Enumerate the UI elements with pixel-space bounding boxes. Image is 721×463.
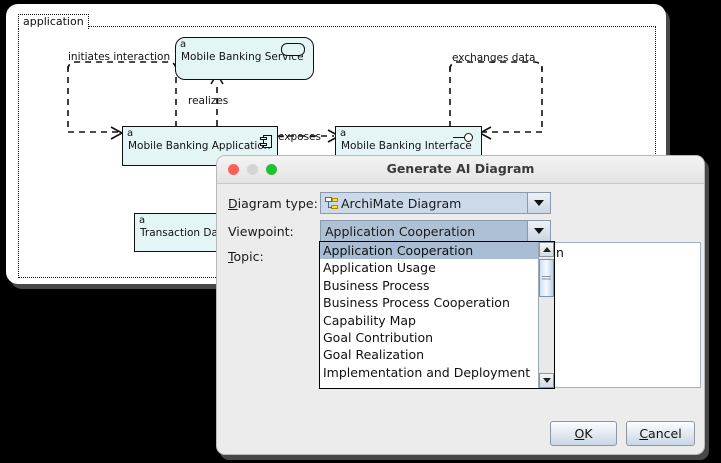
ok-button-label: OK <box>574 426 593 441</box>
node-stereotype: a <box>180 39 187 50</box>
close-button[interactable] <box>228 164 239 175</box>
viewpoint-option[interactable]: Implementation and Deployment <box>323 364 531 380</box>
cancel-button-label: Cancel <box>639 426 682 441</box>
topic-ghost-text: n <box>556 245 564 260</box>
archimate-diagram-icon <box>325 196 339 210</box>
node-stereotype: a <box>127 128 134 139</box>
viewpoint-option[interactable]: Business Process <box>323 277 430 293</box>
application-service-icon <box>281 43 305 56</box>
node-label: Transaction Data <box>140 227 229 239</box>
topic-label-rest: opic: <box>233 249 264 264</box>
zoom-button[interactable] <box>266 164 277 175</box>
diagram-type-label-rest: iagram type: <box>237 196 318 211</box>
application-interface-icon <box>453 133 475 143</box>
diagram-type-label: Diagram type: <box>228 196 318 211</box>
viewpoint-list-scrollbar[interactable] <box>538 242 554 388</box>
viewpoint-option[interactable]: Business Process Cooperation <box>323 295 510 311</box>
minimize-button[interactable] <box>247 164 258 175</box>
dialog-titlebar[interactable]: Generate AI Diagram <box>217 156 704 184</box>
viewpoint-option[interactable]: Goal Realization <box>323 347 425 363</box>
relation-label-realizes: realizes <box>188 95 229 107</box>
node-label: Mobile Banking Application <box>128 140 271 152</box>
diagram-type-value-wrap: ArchiMate Diagram <box>321 196 527 211</box>
dialog-title: Generate AI Diagram <box>386 161 535 176</box>
viewpoint-option[interactable]: Application Usage <box>323 260 436 276</box>
viewpoint-value: Application Cooperation <box>325 223 476 239</box>
scroll-down-icon[interactable] <box>539 373 554 388</box>
relation-label-exposes: exposes <box>278 131 321 143</box>
grouping-application-label: application <box>18 14 89 29</box>
relation-label-exchanges: exchanges data <box>452 52 536 64</box>
viewpoint-label: Viewpoint: <box>228 224 294 239</box>
chevron-down-icon[interactable] <box>527 221 550 241</box>
viewpoint-option[interactable]: Goal Contribution <box>323 329 434 345</box>
node-label: Mobile Banking Interface <box>341 140 472 152</box>
topic-label: Topic: <box>228 249 264 264</box>
node-stereotype: a <box>139 215 146 226</box>
diagram-type-combobox[interactable]: ArchiMate Diagram <box>320 192 551 214</box>
viewpoint-option[interactable]: Application Cooperation <box>320 242 538 260</box>
node-label: Mobile Banking Service <box>181 51 304 63</box>
application-component-icon <box>260 135 272 148</box>
node-mobile-banking-service[interactable]: a Mobile Banking Service <box>175 37 314 80</box>
cancel-button[interactable]: Cancel <box>626 421 695 446</box>
relation-label-initiates: initiates interaction <box>68 51 171 63</box>
ok-button[interactable]: OK <box>550 421 617 446</box>
viewpoint-combobox[interactable]: Application Cooperation <box>320 220 551 242</box>
viewpoint-option[interactable]: Capability Map <box>323 312 416 328</box>
diagram-type-value: ArchiMate Diagram <box>341 195 462 211</box>
scrollbar-thumb[interactable] <box>539 259 554 297</box>
scroll-up-icon[interactable] <box>539 242 554 257</box>
node-stereotype: a <box>340 128 347 139</box>
chevron-down-icon[interactable] <box>527 193 550 213</box>
topic-label-mnemonic: T <box>228 249 234 264</box>
diagram-type-label-mnemonic: D <box>228 196 238 211</box>
